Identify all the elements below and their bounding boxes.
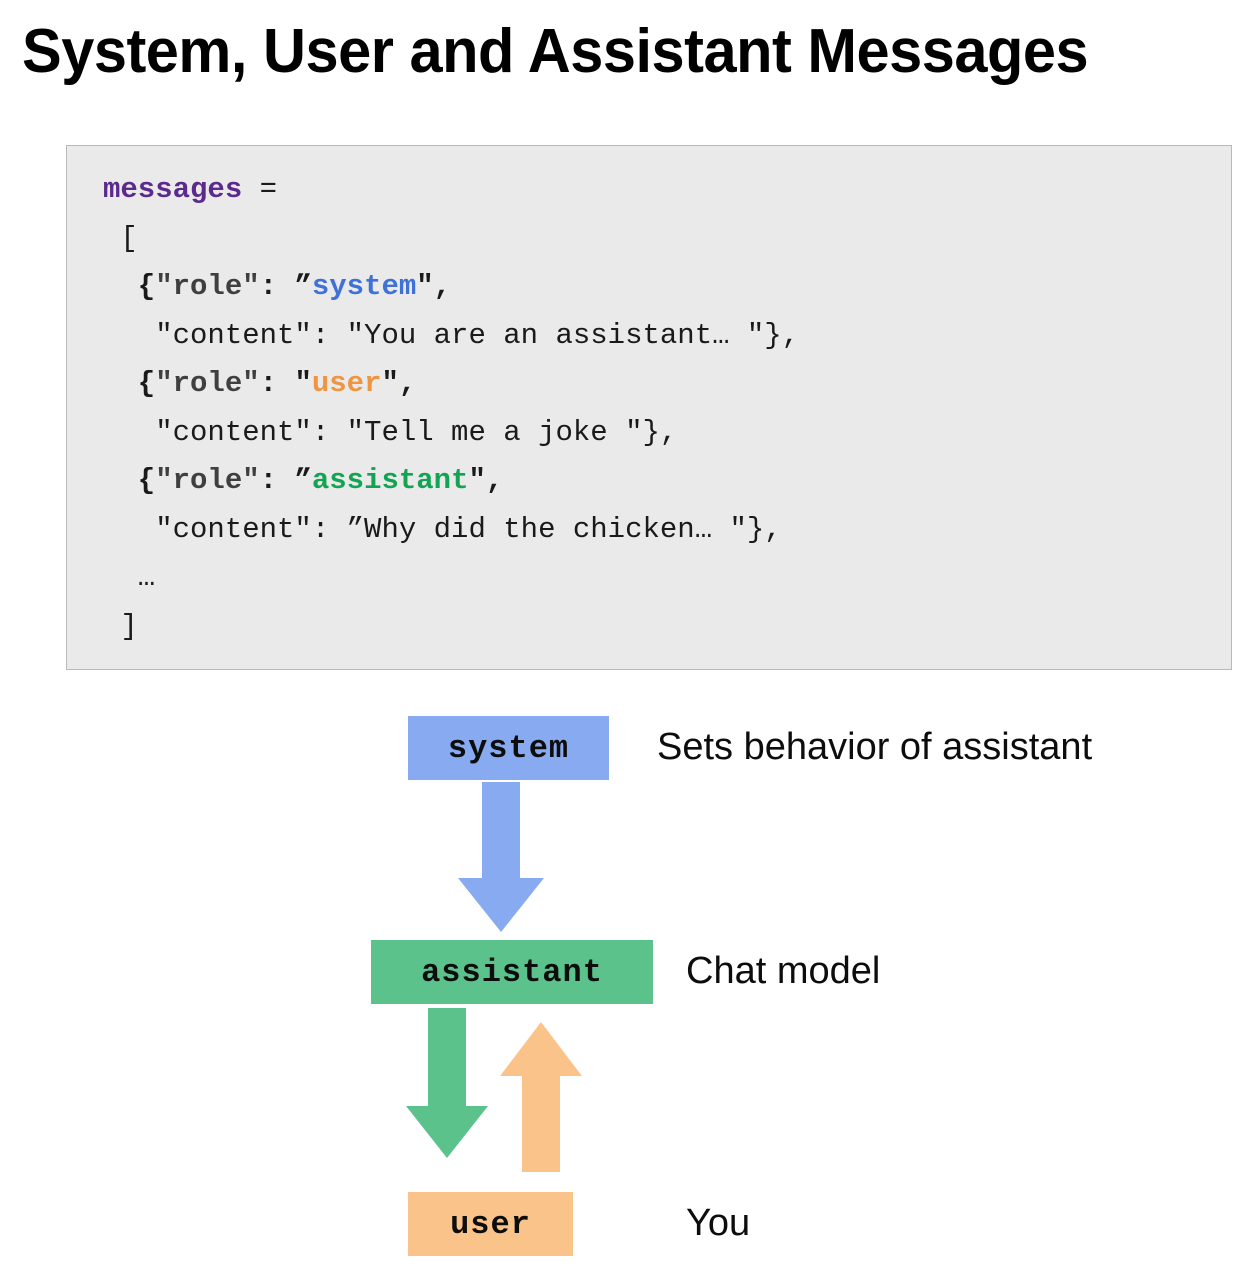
code-token: :	[259, 464, 295, 497]
code-token: system	[311, 270, 417, 303]
code-line: "content": ”Why did the chicken… "},	[103, 506, 799, 555]
code-line: "content": "You are an assistant… "},	[103, 312, 799, 361]
node-system-description: Sets behavior of assistant	[657, 726, 1093, 768]
node-assistant-label: assistant	[421, 953, 603, 991]
code-token: ]	[103, 609, 138, 643]
code-line: [	[103, 215, 799, 264]
code-line: messages =	[103, 166, 799, 215]
code-line: {"role": "user",	[103, 360, 799, 409]
code-token: "role"	[155, 270, 260, 303]
code-token: "content": ”Why did the chicken… "},	[103, 512, 782, 546]
code-line: "content": "Tell me a joke "},	[103, 409, 799, 458]
node-user-description: You	[686, 1202, 751, 1244]
code-token: =	[242, 173, 278, 206]
code-token: user	[311, 367, 382, 400]
code-line: ]	[103, 603, 799, 652]
arrow-assistant-to-user-icon	[406, 1008, 488, 1158]
node-assistant-description: Chat model	[686, 950, 881, 992]
arrow-user-to-assistant-icon	[500, 1022, 582, 1172]
code-token: {	[103, 367, 156, 400]
code-token: "	[294, 367, 312, 400]
node-system-label: system	[447, 729, 570, 767]
node-system[interactable]: system	[408, 716, 609, 780]
arrow-system-to-assistant-icon	[458, 782, 544, 932]
code-token: "content": "You are an assistant… "},	[103, 318, 800, 352]
code-token: {	[103, 464, 156, 497]
code-token: "content": "Tell me a joke "},	[103, 415, 678, 449]
code-token: ",	[416, 270, 452, 303]
node-assistant[interactable]: assistant	[371, 940, 653, 1004]
code-token: "role"	[155, 464, 260, 497]
code-line: …	[103, 554, 799, 603]
node-user[interactable]: user	[408, 1192, 573, 1256]
code-listing: messages = [ {"role": ”system", "content…	[103, 166, 799, 651]
code-block: messages = [ {"role": ”system", "content…	[66, 145, 1232, 670]
code-token: ",	[381, 367, 417, 400]
code-token: :	[259, 367, 295, 400]
code-token: messages	[103, 173, 243, 206]
message-flow-diagram: system Sets behavior of assistant assist…	[0, 690, 1260, 1282]
code-token: :	[259, 270, 295, 303]
node-user-label: user	[450, 1205, 531, 1243]
code-line: {"role": ”system",	[103, 263, 799, 312]
code-token: ”	[294, 270, 312, 303]
code-token: …	[103, 561, 156, 594]
code-token: [	[103, 221, 138, 255]
code-token: assistant	[311, 464, 469, 497]
page-title: System, User and Assistant Messages	[22, 17, 1089, 86]
code-token: "role"	[155, 367, 260, 400]
code-token: ",	[468, 464, 504, 497]
code-token: {	[103, 270, 156, 303]
code-token: ”	[294, 464, 312, 497]
code-line: {"role": ”assistant",	[103, 457, 799, 506]
